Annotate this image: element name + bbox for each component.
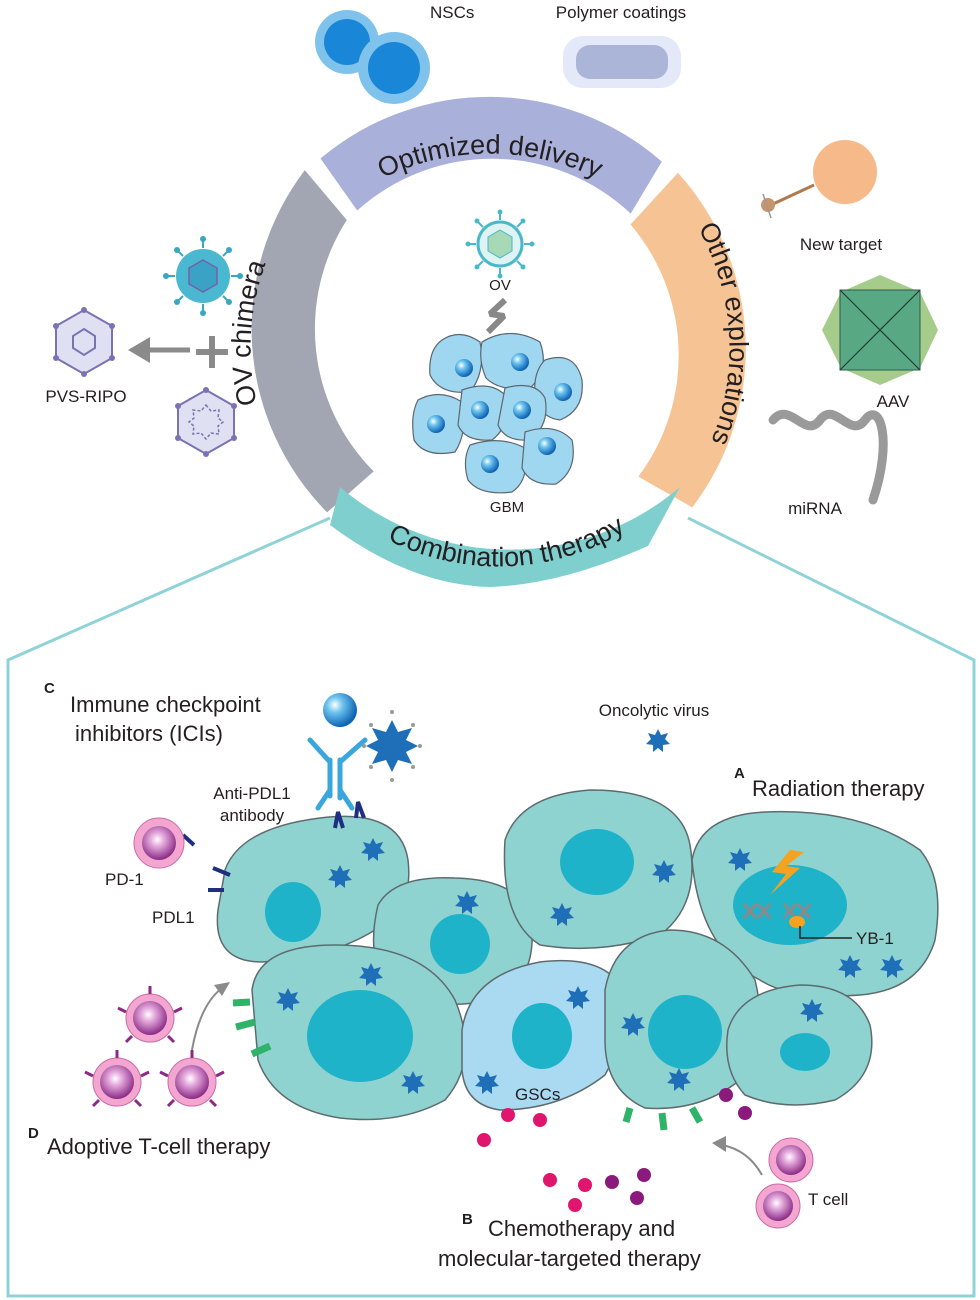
nscs-icon: [315, 10, 430, 104]
pdl1-label: PDL1: [152, 908, 195, 927]
arrowhead-tcell-d-icon: [214, 982, 230, 996]
yb1-label: YB-1: [856, 929, 894, 948]
anti-pdl1-label-line2: antibody: [220, 806, 285, 825]
anti-pdl1-antibody-icon: [307, 693, 422, 811]
gbm-label: GBM: [490, 499, 524, 516]
arrow-tcell-d-icon: [191, 987, 223, 1051]
chemo-title-line1: Chemotherapy and: [488, 1216, 675, 1241]
polymer-label: Polymer coatings: [556, 3, 686, 22]
ring: Optimized delivery Combination therapy O…: [226, 96, 754, 587]
anti-pdl1-label-line1: Anti-PDL1: [213, 784, 290, 803]
mirna-icon: [768, 409, 888, 505]
pvs-ripo-label: PVS-RIPO: [45, 387, 126, 406]
pdl1-receptors: [181, 801, 366, 892]
label-d-letter: D: [28, 1125, 39, 1142]
plus-icon: [196, 336, 228, 368]
pd1-label: PD-1: [105, 870, 144, 889]
gscs-label: GSCs: [515, 1085, 560, 1104]
dna-icon: [742, 903, 812, 919]
t-cell-group-d: [84, 986, 225, 1108]
mirna-label: miRNA: [788, 499, 842, 518]
label-b-letter: B: [462, 1211, 473, 1228]
ring-segment-top[interactable]: [320, 96, 662, 214]
aav-label: AAV: [877, 392, 910, 411]
chimera-virus-icon: [163, 236, 243, 316]
antigen-star-icon: [366, 720, 418, 772]
ring-segment-right[interactable]: [630, 172, 746, 508]
nscs-label: NSCs: [430, 3, 474, 22]
arrowhead-tcell-b-icon: [712, 1136, 726, 1152]
drug-particles: [477, 1088, 752, 1212]
t-cell-label: T cell: [808, 1190, 848, 1209]
pvs-ripo-icon: [53, 307, 115, 377]
chemo-title-line2: molecular-targeted therapy: [438, 1246, 701, 1271]
arrow-left-icon: [128, 337, 190, 363]
yb1-protein-icon: [789, 916, 805, 928]
lightning-icon: [770, 850, 804, 895]
oncolytic-virus-stars: [276, 729, 904, 1094]
ov-label: OV: [489, 277, 511, 294]
radiation-title: Radiation therapy: [752, 776, 924, 801]
label-a-letter: A: [734, 765, 745, 782]
pd1-t-cell-icon: [133, 817, 185, 869]
new-target-icon: [761, 140, 877, 219]
adoptive-tcell-title: Adoptive T-cell therapy: [47, 1134, 270, 1159]
tumor-cells: [216, 789, 939, 1121]
ici-title-line1: Immune checkpoint: [70, 692, 261, 717]
gbm-nuclei: [427, 353, 572, 473]
tcr-receptors: [232, 998, 704, 1131]
center-graphic: OV GBM: [412, 209, 583, 516]
ici-title-line2: inhibitors (ICIs): [75, 721, 223, 746]
zigzag-icon: [485, 297, 508, 335]
new-target-label: New target: [800, 235, 882, 254]
polio-virus-icon: [175, 387, 237, 457]
callout-lines: [6, 516, 976, 1298]
t-cell-group-b: [755, 1137, 814, 1229]
label-c-letter: C: [44, 680, 55, 697]
ov-virus-icon: [465, 209, 535, 279]
oncolytic-virus-label: Oncolytic virus: [599, 701, 710, 720]
yb1-pointer: [799, 926, 852, 939]
legend-virus-star-icon: [646, 729, 670, 752]
tumor-nuclei: [265, 829, 847, 1082]
aav-icon: [822, 275, 938, 385]
ring-segment-left[interactable]: [251, 170, 374, 513]
arrow-tcell-b-icon: [721, 1144, 763, 1176]
ring-segment-bottom[interactable]: [330, 487, 680, 587]
polymer-coating-icon: [563, 36, 681, 88]
